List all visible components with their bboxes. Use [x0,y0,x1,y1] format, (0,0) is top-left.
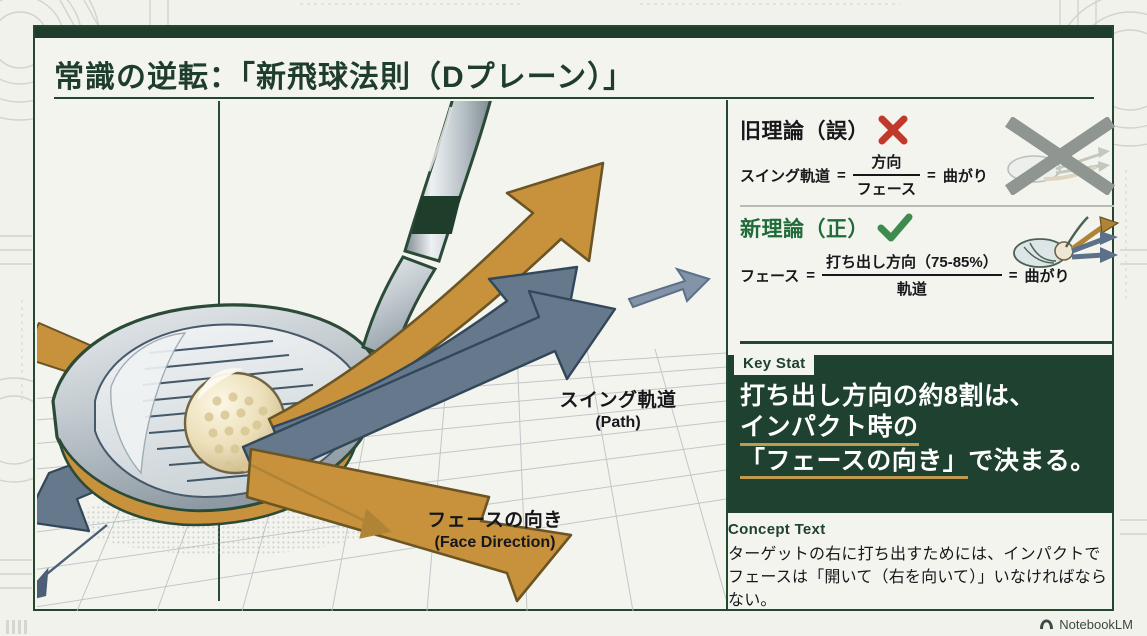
new-formula-denominator: 軌道 [896,281,927,298]
new-theory-header: 新理論（正） [740,213,1114,243]
section-divider-2 [740,341,1114,344]
key-stat-line-3: 「フェースの向き」で決まる。 [740,446,1112,479]
new-formula-eq1: = [806,266,816,284]
old-formula-eq1: = [837,166,846,184]
column-divider [726,100,728,611]
old-theory-mini-diagram-icon [1004,117,1116,195]
new-formula-right: 曲がり [1024,267,1070,285]
path-label-en: (Path) [595,413,641,431]
old-formula-numerator: 方向 [871,154,902,171]
new-theory-formula: フェース = 打ち出し方向（75-85%） 軌道 = 曲がり [740,251,1114,299]
key-stat-line-1: 打ち出し方向の約8割は、 [740,382,1035,410]
path-label-jp: スイング軌道 [559,390,677,411]
title-bar: 常識の逆転：「新飛球法則（Dプレーン）」 [35,38,1112,100]
new-theory-title: 新理論（正） [740,218,869,241]
new-formula-eq2: = [1008,266,1018,284]
key-stat-text: 打ち出し方向の約8割は、 インパクト時の 「フェースの向き」で決まる。 [740,381,1112,479]
new-formula-numerator: 打ち出し方向（75-85%） [826,254,998,271]
path-label: スイング軌道 (Path) [533,390,703,431]
face-label-jp: フェースの向き [427,510,563,531]
old-theory-title: 旧理論（誤） [740,120,869,143]
old-theory-formula: スイング軌道 = 方向 フェース = 曲がり [740,151,1114,199]
concept-text: ターゲットの右に打ち出すためには、インパクトでフェースは「開いて（右を向いて）」… [728,546,1108,610]
old-formula-denominator: フェース [856,181,917,198]
check-mark-icon [877,213,913,242]
x-mark-icon [878,115,908,145]
key-stat-line-2: インパクト時の [740,412,919,446]
key-stat-emphasis: 「フェースの向き」 [740,447,969,479]
face-label: フェースの向き (Face Direction) [395,510,595,551]
page-title: 常識の逆転：「新飛球法則（Dプレーン）」 [54,61,635,94]
top-accent-band [35,27,1112,38]
old-formula-fraction: 方向 フェース [852,151,921,199]
old-formula-left: スイング軌道 [740,167,831,185]
notebooklm-logo-icon [1040,619,1054,629]
key-stat-line-3-rest: で決まる。 [968,447,1096,475]
concept-label: Concept Text [728,521,826,538]
key-stat-label: Key Stat [734,353,815,375]
new-theory-mini-diagram-icon [1013,216,1120,268]
concept-block: Concept Text ターゲットの右に打ち出すためには、インパクトでフェース… [728,521,1114,613]
old-theory-section: 旧理論（誤） スイング軌道 = 方向 フェース = 曲がり [740,115,1116,199]
old-theory-header: 旧理論（誤） [740,115,1114,145]
section-divider-1 [740,205,1114,207]
key-stat-block: Key Stat 打ち出し方向の約8割は、 インパクト時の 「フェースの向き」で… [728,353,1114,513]
title-divider [54,97,1094,99]
impact-diagram-svg [37,101,726,611]
infographic-card: 常識の逆転：「新飛球法則（Dプレーン）」 [33,25,1120,613]
watermark-text: NotebookLM [1059,617,1133,632]
old-formula-right: 曲がり [942,167,988,185]
face-label-en: (Face Direction) [434,533,556,551]
new-formula-left: フェース [740,267,800,285]
fraction-bar [822,274,1002,276]
new-formula-fraction: 打ち出し方向（75-85%） 軌道 [822,251,1002,299]
golf-impact-illustration: スイング軌道 (Path) フェースの向き (Face Direction) [37,101,726,611]
new-theory-section: 新理論（正） フェース = 打ち出し方向（75-85%） 軌道 = 曲がり [740,213,1120,299]
old-formula-eq2: = [927,166,936,184]
right-panel: 旧理論（誤） スイング軌道 = 方向 フェース = 曲がり [728,101,1120,613]
fraction-bar [852,174,921,176]
watermark: NotebookLM [1039,617,1133,632]
